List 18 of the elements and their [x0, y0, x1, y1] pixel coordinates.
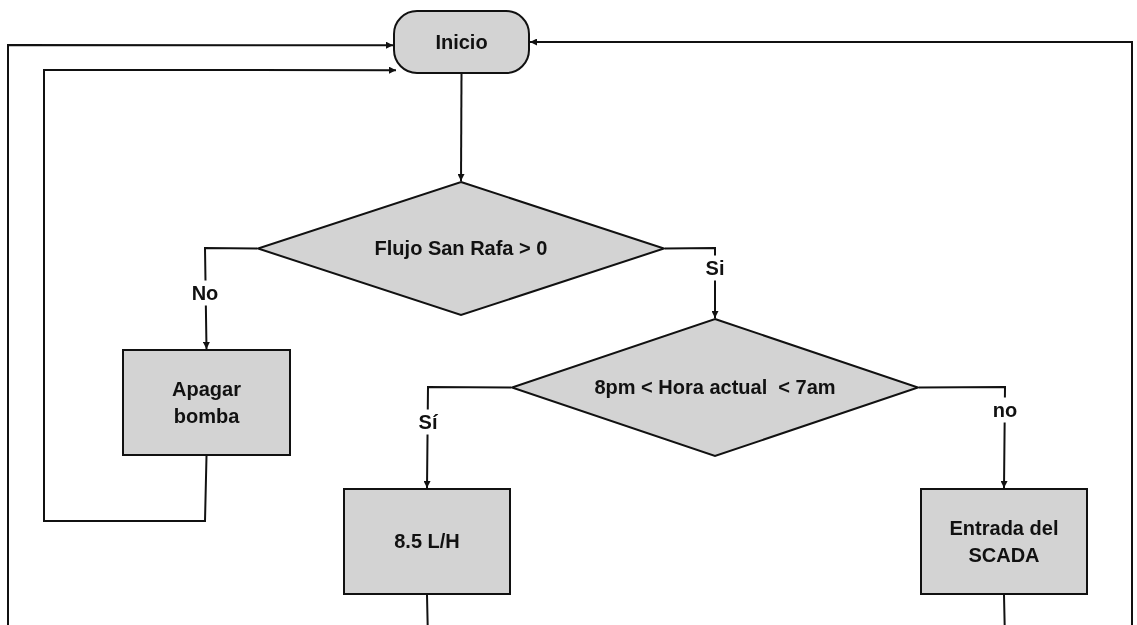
- edge-label: Si: [703, 255, 727, 281]
- arrow: [457, 73, 465, 182]
- node-label: 8pm < Hora actual < 7am: [594, 375, 836, 400]
- arrow: [43, 66, 397, 522]
- arrow: [7, 41, 430, 625]
- node-label: 8.5 L/H: [394, 529, 460, 554]
- arrow: [529, 38, 1133, 625]
- decision-diamond: [257, 181, 665, 316]
- node-label: Inicio: [435, 29, 488, 55]
- edge-label: Sí: [416, 409, 440, 435]
- decision-diamond: [511, 318, 919, 457]
- process-box: [920, 488, 1088, 595]
- process-box: [343, 488, 511, 595]
- terminal-box: [393, 10, 530, 74]
- node-label: Entrada del SCADA: [948, 515, 1060, 568]
- node-label: Apagar bomba: [171, 376, 242, 429]
- node-label: Flujo San Rafa > 0: [374, 236, 548, 261]
- process-box: [122, 349, 291, 456]
